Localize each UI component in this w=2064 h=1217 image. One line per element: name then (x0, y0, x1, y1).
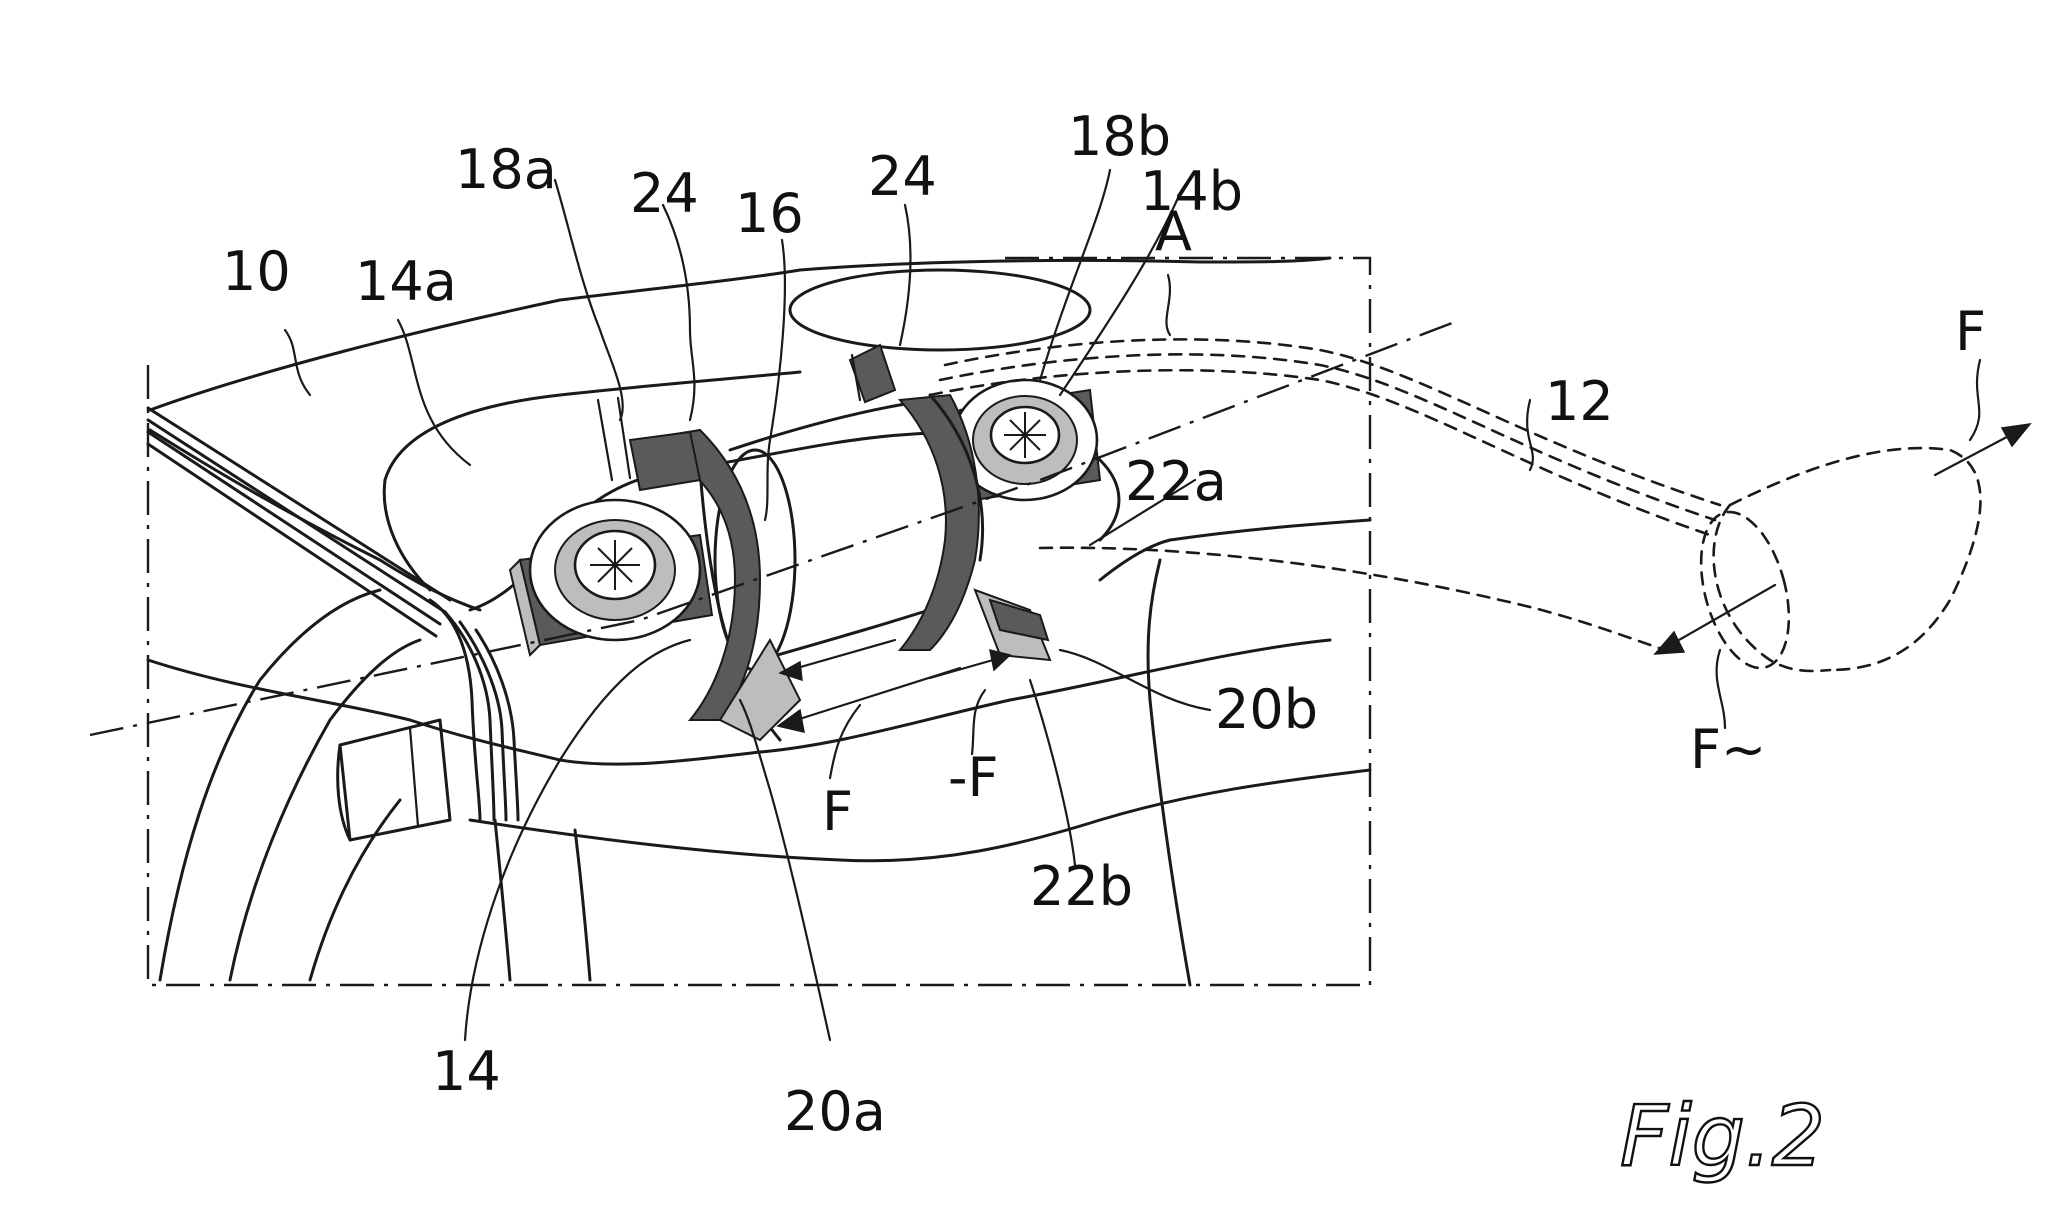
reference-labels: 10 12 14 14a 14b 16 18a 18b 20a 20b 22a … (222, 105, 1986, 1143)
label-20a: 20a (784, 1080, 886, 1143)
fastener-14a (508, 498, 714, 657)
label-12: 12 (1545, 370, 1614, 433)
lower-tab (336, 718, 452, 842)
axis-line (89, 318, 1461, 737)
label-14b: 14b (1140, 160, 1243, 223)
label-18b: 18b (1068, 105, 1171, 168)
label-14a: 14a (355, 250, 457, 313)
left-rail (146, 406, 520, 822)
label-F-small: F~ (1690, 718, 1766, 781)
clip-24-left (596, 396, 702, 492)
oval-hole (788, 268, 1092, 352)
label-F-bottom: F (822, 780, 853, 843)
label-24-right: 24 (868, 145, 937, 208)
label-22b: 22b (1030, 855, 1133, 918)
label-24-left: 24 (630, 162, 699, 225)
cable-plug (1699, 446, 1982, 673)
label-A: A (1155, 200, 1192, 263)
force-arrow-neg-F (928, 648, 1012, 680)
label-22a: 22a (1125, 450, 1227, 513)
figure-caption: Fig.2 (1620, 1087, 1825, 1185)
force-arrow-top-right (1933, 422, 2032, 477)
lower-dashed-path (1038, 546, 1667, 652)
label-20b: 20b (1215, 678, 1318, 741)
force-arrow-small (1653, 583, 1777, 655)
label-14: 14 (432, 1040, 501, 1103)
bushing-16 (636, 393, 984, 742)
label-16: 16 (735, 182, 804, 245)
clip-24-right (848, 343, 897, 404)
label-18a: 18a (455, 138, 557, 201)
label-F-top: F (1955, 300, 1986, 363)
tab-20b (973, 588, 1052, 662)
label-neg-F: -F (948, 746, 999, 809)
housing-10 (146, 256, 1372, 987)
label-10: 10 (222, 240, 291, 303)
cable-12 (928, 338, 1722, 537)
force-arrow-20a (778, 638, 897, 682)
leader-lines (283, 168, 1982, 1042)
detail-frame (146, 256, 1372, 987)
